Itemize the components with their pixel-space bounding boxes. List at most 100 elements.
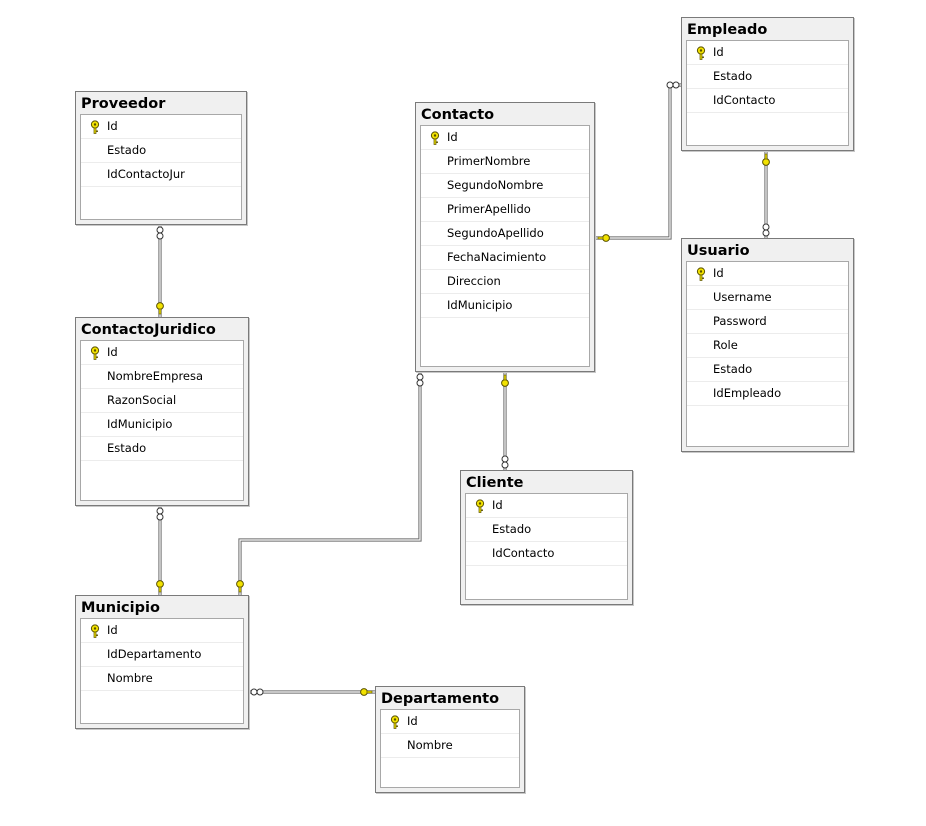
column-name: Estado	[107, 441, 147, 455]
column-row[interactable]: Estado	[466, 518, 627, 542]
column-name: FechaNacimiento	[447, 250, 547, 264]
column-name: RazonSocial	[107, 393, 177, 407]
relationship-contacto-municipio	[239, 372, 421, 595]
column-row[interactable]: Id	[466, 494, 627, 518]
column-name: Estado	[713, 69, 753, 83]
many-end-icon	[416, 373, 424, 387]
column-name: IdContacto	[492, 546, 555, 560]
column-name: IdMunicipio	[447, 298, 513, 312]
many-end-icon	[762, 223, 770, 237]
column-row[interactable]: Username	[687, 286, 848, 310]
column-name: Estado	[713, 362, 753, 376]
many-end-icon	[156, 226, 164, 240]
column-name: Role	[713, 338, 738, 352]
column-name: SegundoApellido	[447, 226, 544, 240]
column-row[interactable]: FechaNacimiento	[421, 246, 589, 270]
column-row[interactable]: IdEmpleado	[687, 382, 848, 406]
column-name: Id	[107, 623, 118, 637]
column-row[interactable]: Estado	[81, 437, 243, 461]
column-name: Id	[713, 266, 724, 280]
column-row[interactable]: Id	[81, 341, 243, 365]
many-end-icon	[250, 688, 264, 696]
column-row[interactable]: IdContactoJur	[81, 163, 241, 187]
column-row[interactable]: IdContacto	[466, 542, 627, 566]
column-row[interactable]: IdDepartamento	[81, 643, 243, 667]
one-end-key-icon	[156, 580, 164, 593]
table-title: ContactoJuridico	[81, 322, 216, 338]
table-title: Municipio	[81, 600, 160, 616]
column-row[interactable]: RazonSocial	[81, 389, 243, 413]
column-name: Nombre	[407, 738, 453, 752]
one-end-key-icon	[501, 374, 509, 387]
primary-key-icon	[473, 498, 487, 513]
one-end-key-icon	[236, 580, 244, 593]
column-row[interactable]: IdContacto	[687, 89, 848, 113]
one-end-key-icon	[762, 153, 770, 166]
column-row[interactable]: SegundoApellido	[421, 222, 589, 246]
table-title: Empleado	[687, 22, 768, 38]
column-row[interactable]: IdMunicipio	[421, 294, 589, 318]
column-row[interactable]: SegundoNombre	[421, 174, 589, 198]
table-title: Cliente	[466, 475, 524, 491]
column-name: Estado	[492, 522, 532, 536]
column-row[interactable]: Id	[81, 115, 241, 139]
primary-key-icon	[88, 623, 102, 638]
column-name: Direccion	[447, 274, 501, 288]
many-end-icon	[156, 507, 164, 521]
column-row[interactable]: PrimerApellido	[421, 198, 589, 222]
column-row[interactable]: Id	[81, 619, 243, 643]
column-row[interactable]: Nombre	[381, 734, 519, 758]
column-row[interactable]: Direccion	[421, 270, 589, 294]
column-row[interactable]: Estado	[687, 65, 848, 89]
primary-key-icon	[694, 45, 708, 60]
column-name: Id	[713, 45, 724, 59]
column-name: Id	[107, 345, 118, 359]
column-row[interactable]: Nombre	[81, 667, 243, 691]
column-row[interactable]: Estado	[81, 139, 241, 163]
column-name: Id	[492, 498, 503, 512]
column-name: SegundoNombre	[447, 178, 544, 192]
one-end-key-icon	[156, 302, 164, 315]
column-row[interactable]: Id	[687, 262, 848, 286]
column-row[interactable]: Password	[687, 310, 848, 334]
column-name: Id	[447, 130, 458, 144]
column-row[interactable]: Id	[421, 126, 589, 150]
table-title: Departamento	[381, 691, 500, 707]
column-name: IdEmpleado	[713, 386, 782, 400]
column-name: Username	[713, 290, 772, 304]
column-row[interactable]: Id	[381, 710, 519, 734]
column-row[interactable]: PrimerNombre	[421, 150, 589, 174]
column-name: NombreEmpresa	[107, 369, 204, 383]
primary-key-icon	[694, 266, 708, 281]
column-row[interactable]: Id	[687, 41, 848, 65]
relationship-contacto-municipio	[238, 372, 422, 595]
column-row[interactable]: NombreEmpresa	[81, 365, 243, 389]
primary-key-icon	[428, 130, 442, 145]
column-row[interactable]: Role	[687, 334, 848, 358]
column-name: Estado	[107, 143, 147, 157]
column-name: PrimerNombre	[447, 154, 531, 168]
column-row[interactable]: IdMunicipio	[81, 413, 243, 437]
primary-key-icon	[88, 119, 102, 134]
column-name: Password	[713, 314, 767, 328]
one-end-key-icon	[360, 688, 373, 696]
column-row[interactable]: Estado	[687, 358, 848, 382]
table-title: Contacto	[421, 107, 495, 123]
column-name: IdContacto	[713, 93, 776, 107]
column-name: IdDepartamento	[107, 647, 202, 661]
